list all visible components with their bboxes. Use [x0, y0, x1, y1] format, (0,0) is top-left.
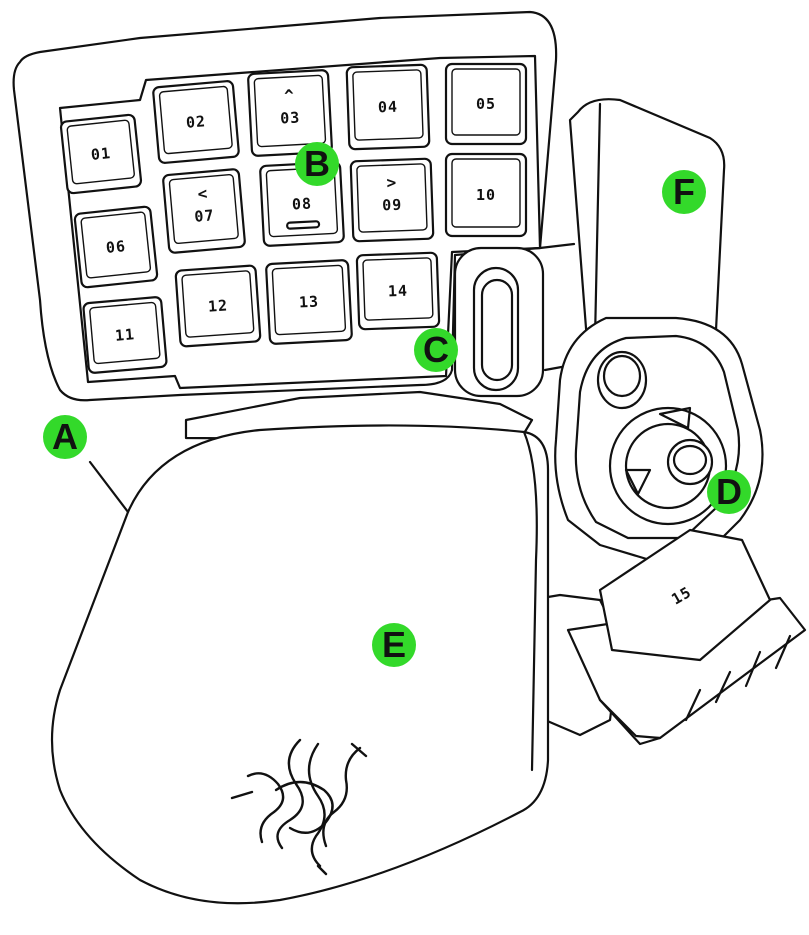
key-cap: [73, 205, 159, 289]
key-03-label: 03: [280, 108, 301, 127]
callout-f-label: F: [673, 171, 695, 212]
scroll-wheel[interactable]: [472, 266, 520, 392]
thumb-rail-lower: [598, 698, 662, 746]
key-04[interactable]: 04: [345, 63, 431, 151]
callout-a-label: A: [52, 416, 78, 457]
key-07[interactable]: <07: [162, 168, 246, 254]
callout-b: B: [295, 142, 339, 186]
key-03-arrow: ^: [284, 86, 295, 105]
key-cap-top: [66, 119, 135, 185]
key-cap-top: [181, 270, 255, 338]
callout-c: C: [414, 328, 458, 372]
thumb-button[interactable]: [596, 350, 648, 410]
callout-c-label: C: [423, 329, 449, 370]
key-cap-top: [89, 301, 161, 365]
key-cap-top: [362, 257, 434, 321]
key-cap: [265, 259, 353, 345]
key-01-label: 01: [90, 144, 112, 164]
key-cap: [349, 157, 435, 243]
key-14[interactable]: 14: [355, 251, 441, 331]
key-cap: [444, 62, 528, 146]
palm-rest[interactable]: [50, 424, 550, 905]
key-cap-top: [253, 74, 327, 148]
key-cap-top: [356, 163, 428, 233]
thumbstick-arrow-left: [624, 468, 652, 496]
key-07-label: 07: [194, 206, 216, 226]
callout-f: F: [662, 170, 706, 214]
callout-e-label: E: [381, 624, 406, 665]
key-02[interactable]: 02: [152, 80, 240, 164]
thumb-module-inner: [574, 334, 741, 540]
callout-e: E: [372, 623, 416, 667]
key-cap-top: [451, 158, 521, 228]
callout-b-label: B: [304, 143, 330, 184]
key-12[interactable]: 12: [174, 264, 262, 348]
key-10[interactable]: 10: [444, 152, 528, 238]
key-cap-top: [451, 68, 521, 136]
key-14-label: 14: [388, 282, 409, 301]
palm-rest-side: [522, 430, 538, 772]
key-cap: [247, 69, 333, 157]
key-09-arrow: >: [386, 173, 396, 192]
key-13[interactable]: 13: [265, 259, 353, 345]
key-06[interactable]: 06: [73, 205, 159, 289]
key-02-label: 02: [185, 112, 207, 132]
thumbstick-arrow-up: [658, 406, 692, 430]
key-05[interactable]: 05: [444, 62, 528, 146]
key-01[interactable]: 01: [59, 113, 143, 195]
key-07-arrow: <: [197, 184, 208, 204]
key-cap: [152, 80, 240, 164]
key-04-label: 04: [378, 98, 399, 117]
key-11-label: 11: [114, 325, 136, 345]
thumbstick-cap: [672, 444, 708, 476]
key-08-label: 08: [292, 194, 313, 213]
key-15-body[interactable]: [598, 528, 772, 662]
thumb-button-top: [602, 354, 642, 398]
key-09-label: 09: [382, 196, 403, 215]
scroll-wheel-inner: [480, 278, 514, 382]
key-cap: [59, 113, 143, 195]
palm-rest-edge-line: [88, 460, 130, 514]
home-key-bump: [286, 220, 321, 230]
key-cap-top: [80, 211, 152, 279]
thumb-rail-fins: [684, 634, 792, 722]
key-11[interactable]: 11: [82, 296, 168, 374]
key-cap: [444, 152, 528, 238]
key-cap: [345, 63, 431, 151]
key-12-label: 12: [207, 296, 228, 315]
key-09[interactable]: >09: [349, 157, 435, 243]
key-cap-top: [168, 173, 239, 245]
callout-d-label: D: [716, 471, 742, 512]
key-06-label: 06: [105, 237, 127, 257]
key-cap: [355, 251, 441, 331]
key-cap: [174, 264, 262, 348]
key-10-label: 10: [476, 186, 496, 204]
side-wing: [568, 98, 726, 382]
key-05-label: 05: [476, 95, 496, 113]
key-cap-top: [271, 264, 347, 336]
callout-a: A: [43, 415, 87, 459]
key-cap: [82, 296, 168, 374]
key-cap: [162, 168, 246, 254]
callout-d: D: [707, 470, 751, 514]
key-cap-top: [352, 69, 424, 141]
key-13-label: 13: [299, 292, 320, 311]
key-03[interactable]: ^ 03: [247, 69, 333, 157]
key-cap-top: [158, 85, 233, 155]
razer-triple-snake-logo: [230, 738, 368, 876]
